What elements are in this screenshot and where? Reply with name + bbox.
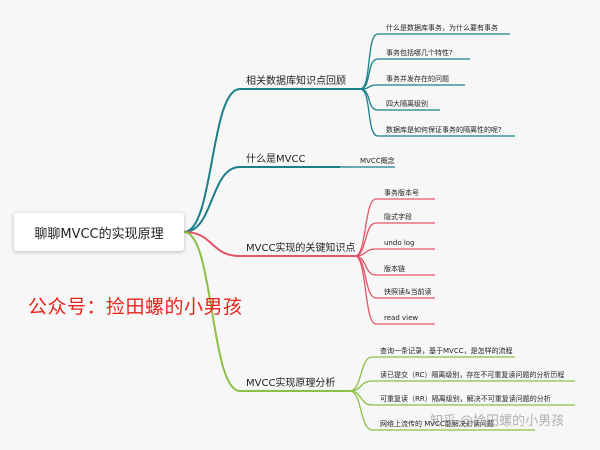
leaf-connector (349, 356, 373, 392)
leaf-connector (349, 390, 373, 431)
leaf-label[interactable]: 查询一条记录，基于MVCC，是怎样的流程 (380, 346, 513, 355)
branch-label[interactable]: MVCC实现的关键知识点 (246, 241, 355, 254)
branch-label[interactable]: MVCC实现原理分析 (246, 376, 335, 389)
leaf-label[interactable]: 版本链 (384, 264, 405, 273)
leaf-label[interactable]: 事务包括哪几个特性? (386, 48, 453, 57)
leaf-label[interactable]: 快照读&当前读 (384, 287, 431, 296)
wechat-account-watermark: 公众号：捡田螺的小男孩 (28, 296, 243, 318)
leaf-label[interactable]: undo log (384, 239, 415, 247)
leaf-connector (354, 222, 377, 257)
leaf-connector (359, 58, 379, 90)
branch-label[interactable]: 什么是MVCC (246, 153, 305, 165)
branch-connector (183, 166, 241, 233)
branch-2: 什么是MVCC MVCC概念 (183, 153, 395, 233)
branch-label[interactable]: 相关数据库知识点回顾 (246, 74, 346, 87)
leaf-label[interactable]: 事务版本号 (384, 188, 419, 197)
leaf-label[interactable]: 数据库是如何保证事务的隔离性的呢? (386, 125, 502, 134)
leaf-label[interactable]: read view (384, 314, 418, 322)
leaf-label[interactable]: 可重复读（RR）隔离级别，解决不可重复读问题的分析 (380, 394, 551, 403)
leaf-connector (354, 198, 377, 257)
branch-connector (183, 88, 241, 233)
leaf-connector (359, 88, 379, 137)
leaf-connector (349, 390, 373, 406)
leaf-connector (359, 33, 379, 90)
leaf-label[interactable]: 四大隔离级别 (386, 99, 428, 108)
leaf-connector (359, 88, 379, 111)
branch-connector (183, 231, 241, 392)
leaf-label[interactable]: 网络上流传的 MVCC能解决幻读问题 (380, 419, 494, 428)
mindmap-root-node[interactable]: 聊聊MVCC的实现原理 (14, 213, 184, 251)
leaf-label[interactable]: MVCC概念 (360, 156, 395, 165)
zhihu-watermark: 知乎 @捡田螺的小男孩 (430, 414, 565, 429)
branch-connector (183, 231, 241, 257)
leaf-connector (354, 255, 377, 325)
leaf-label[interactable]: 什么是数据库事务，为什么要有事务 (386, 23, 498, 32)
root-node-label: 聊聊MVCC的实现原理 (34, 226, 164, 242)
branch-4: MVCC实现原理分析 查询一条记录，基于MVCC，是怎样的流程读已提交（RC）隔离… (183, 231, 575, 431)
leaf-label[interactable]: 读已提交（RC）隔离级别，存在不可重复读问题的分析历程 (380, 370, 564, 379)
leaf-label[interactable]: 隐式字段 (384, 212, 412, 221)
leaf-label[interactable]: 事务并发存在的问题 (386, 74, 449, 83)
